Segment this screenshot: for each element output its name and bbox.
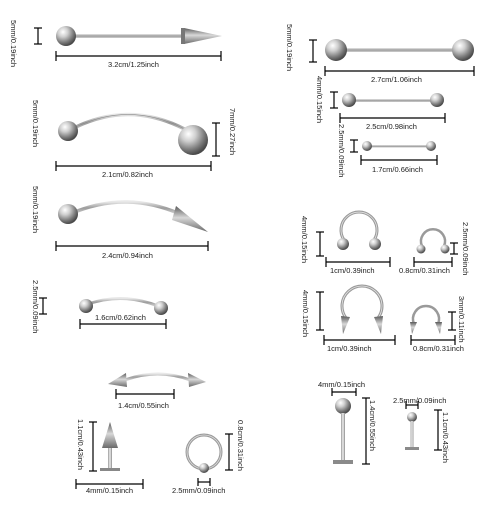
item-7-ball-label: 2.5mm/0.09inch [172, 486, 226, 495]
labret-ball-small [405, 401, 442, 451]
item-13-width-label: 1cm/0.39inch [327, 344, 372, 353]
curved-barbell-balls [55, 112, 220, 171]
item-3-height-label: 5mm/0.19inch [31, 186, 40, 234]
item-16-height-label: 1.1cm/0.43inch [441, 412, 450, 463]
straight-barbell-medium [330, 91, 446, 123]
item-16-ball-label: 2.5mm/0.09inch [393, 396, 447, 405]
item-10-height-label: 2.5mm/0.09inch [337, 124, 346, 178]
item-8-height-label: 5mm/0.19inch [285, 24, 294, 72]
item-6-width-label: 4mm/0.15inch [86, 486, 134, 495]
item-2-left-label: 5mm/0.19inch [31, 100, 40, 148]
straight-barbell-spike-top-left [34, 26, 222, 61]
item-12-height-label: 2.5mm/0.09inch [461, 222, 470, 276]
item-5-length-label: 1.4cm/0.55inch [118, 401, 169, 410]
horseshoe-balls [316, 210, 391, 267]
item-12-width-label: 0.8cm/0.31inch [399, 266, 450, 275]
labret-ball-large [331, 388, 370, 465]
labret-spike [75, 421, 144, 489]
item-2-right-label: 7mm/0.27inch [228, 108, 237, 156]
item-1-length-label: 3.2cm/1.25inch [108, 60, 159, 69]
item-6-height-label: 1.1cm/0.43inch [76, 419, 85, 470]
item-15-height-label: 1.4cm/0.55inch [368, 400, 377, 451]
item-1-height-label: 5mm/0.19inch [9, 20, 18, 68]
item-2-length-label: 2.1cm/0.82inch [102, 170, 153, 179]
horseshoe-spike [316, 284, 396, 345]
item-11-width-label: 1cm/0.39inch [330, 266, 375, 275]
curved-barbell-spike-small [108, 372, 206, 399]
item-4-height-label: 2.5mm/0.09inch [31, 280, 40, 334]
item-9-height-label: 4mm/0.15inch [315, 76, 324, 124]
straight-barbell-large [309, 39, 475, 76]
item-14-width-label: 0.8cm/0.31inch [413, 344, 464, 353]
item-10-length-label: 1.7cm/0.66inch [372, 165, 423, 174]
item-14-height-label: 3mm/0.11inch [457, 296, 466, 343]
item-9-length-label: 2.5cm/0.98inch [366, 122, 417, 131]
item-4-length-label: 1.6cm/0.62inch [95, 313, 146, 322]
item-3-length-label: 2.4cm/0.94inch [102, 251, 153, 260]
horseshoe-spike-small [410, 304, 456, 345]
item-13-height-label: 4mm/0.15inch [301, 290, 310, 338]
captive-ring [185, 433, 233, 486]
item-7-diameter-label: 0.8cm/0.31inch [236, 420, 245, 471]
straight-barbell-small [350, 139, 438, 165]
item-15-ball-label: 4mm/0.15inch [318, 380, 366, 389]
curved-barbell-small [39, 296, 168, 329]
item-11-height-label: 4mm/0.15inch [300, 216, 309, 264]
horseshoe-small [413, 228, 458, 267]
item-8-length-label: 2.7cm/1.06inch [371, 75, 422, 84]
curved-barbell-spike [55, 200, 209, 251]
